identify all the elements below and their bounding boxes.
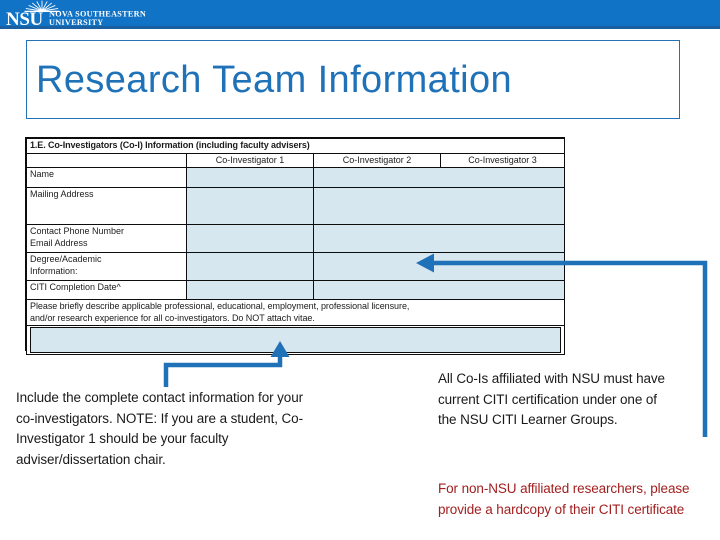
callout-right-bottom-text: For non-NSU affiliated researchers, plea… [438, 481, 690, 517]
nsu-logo-line2: UNIVERSITY [49, 18, 103, 27]
callout-left-text: Include the complete contact information… [16, 390, 304, 467]
nsu-logo-mark: NSU [6, 9, 43, 29]
experience-instruction-line-2: and/or research experience for all co-in… [30, 312, 315, 323]
nsu-logo-svg: NSU NOVA SOUTHEASTERN UNIVERSITY [6, 0, 146, 29]
table-row-contact-phone-email: Contact Phone Number Email Address [26, 224, 566, 253]
row-label-degree-academic: Degree/Academic Information: [26, 252, 187, 281]
table-row-citi-completion-date: CITI Completion Date^ [26, 280, 566, 300]
row-label-contact-phone-email: Contact Phone Number Email Address [26, 224, 187, 253]
title-box [26, 40, 680, 119]
page-title: Research Team Information [36, 59, 513, 101]
field-mailing-address-co-investigator-2-3[interactable] [312, 187, 566, 225]
field-name-co-investigator-1[interactable] [186, 167, 314, 188]
table-row-degree-academic: Degree/Academic Information: [26, 252, 566, 281]
field-citi-co-investigator-1[interactable] [186, 280, 314, 300]
co-investigator-form: 1.E. Co-Investigators (Co-I) Information… [25, 137, 566, 355]
field-name-co-investigator-2-3[interactable] [312, 167, 566, 188]
nsu-logo-line1: NOVA SOUTHEASTERN [49, 10, 146, 19]
corner-cell [26, 152, 187, 168]
experience-answer-textarea[interactable] [30, 327, 562, 353]
field-degree-co-investigator-1[interactable] [186, 252, 314, 281]
row-label-degree-line: Degree/Academic [30, 254, 102, 264]
column-header-co-investigator-2: Co-Investigator 2 [313, 152, 441, 168]
table-row-section-heading: 1.E. Co-Investigators (Co-I) Information… [25, 138, 566, 154]
row-label-citi-completion-date: CITI Completion Date^ [26, 280, 187, 300]
section-heading-cell: 1.E. Co-Investigators (Co-I) Information… [25, 138, 566, 154]
row-label-contact-phone-line: Contact Phone Number [30, 226, 125, 236]
field-contact-co-investigator-1[interactable] [186, 224, 314, 253]
nsu-logo: NSU NOVA SOUTHEASTERN UNIVERSITY [4, 0, 179, 29]
sunburst-icon [24, 0, 60, 12]
field-citi-co-investigator-2-3[interactable] [312, 280, 566, 300]
brand-header-band: NSU NOVA SOUTHEASTERN UNIVERSITY [0, 0, 720, 29]
table-row-experience-answer [25, 325, 566, 355]
field-contact-co-investigator-2-3[interactable] [312, 224, 566, 253]
row-label-information-line: Information: [30, 265, 78, 276]
table-row-column-headers: Co-Investigator 1 Co-Investigator 2 Co-I… [26, 152, 566, 168]
column-header-co-investigator-1: Co-Investigator 1 [186, 152, 314, 168]
table-row-name: Name [26, 167, 566, 188]
callout-right-top-text: All Co-Is affiliated with NSU must have … [438, 371, 665, 427]
field-degree-co-investigator-2-3[interactable] [312, 252, 566, 281]
table-row-experience-instructions: Please briefly describe applicable profe… [25, 299, 566, 326]
row-label-mailing-address: Mailing Address [26, 187, 187, 225]
column-header-co-investigator-3: Co-Investigator 3 [439, 152, 566, 168]
experience-instruction-line-1: Please briefly describe applicable profe… [30, 301, 410, 311]
co-investigator-table: 1.E. Co-Investigators (Co-I) Information… [25, 138, 566, 355]
row-label-email-address-line: Email Address [30, 237, 88, 248]
experience-answer-cell [25, 325, 566, 355]
field-mailing-address-co-investigator-1[interactable] [186, 187, 314, 225]
table-row-mailing-address: Mailing Address [26, 187, 566, 225]
row-label-name: Name [26, 167, 187, 188]
experience-instructions: Please briefly describe applicable profe… [25, 299, 566, 326]
